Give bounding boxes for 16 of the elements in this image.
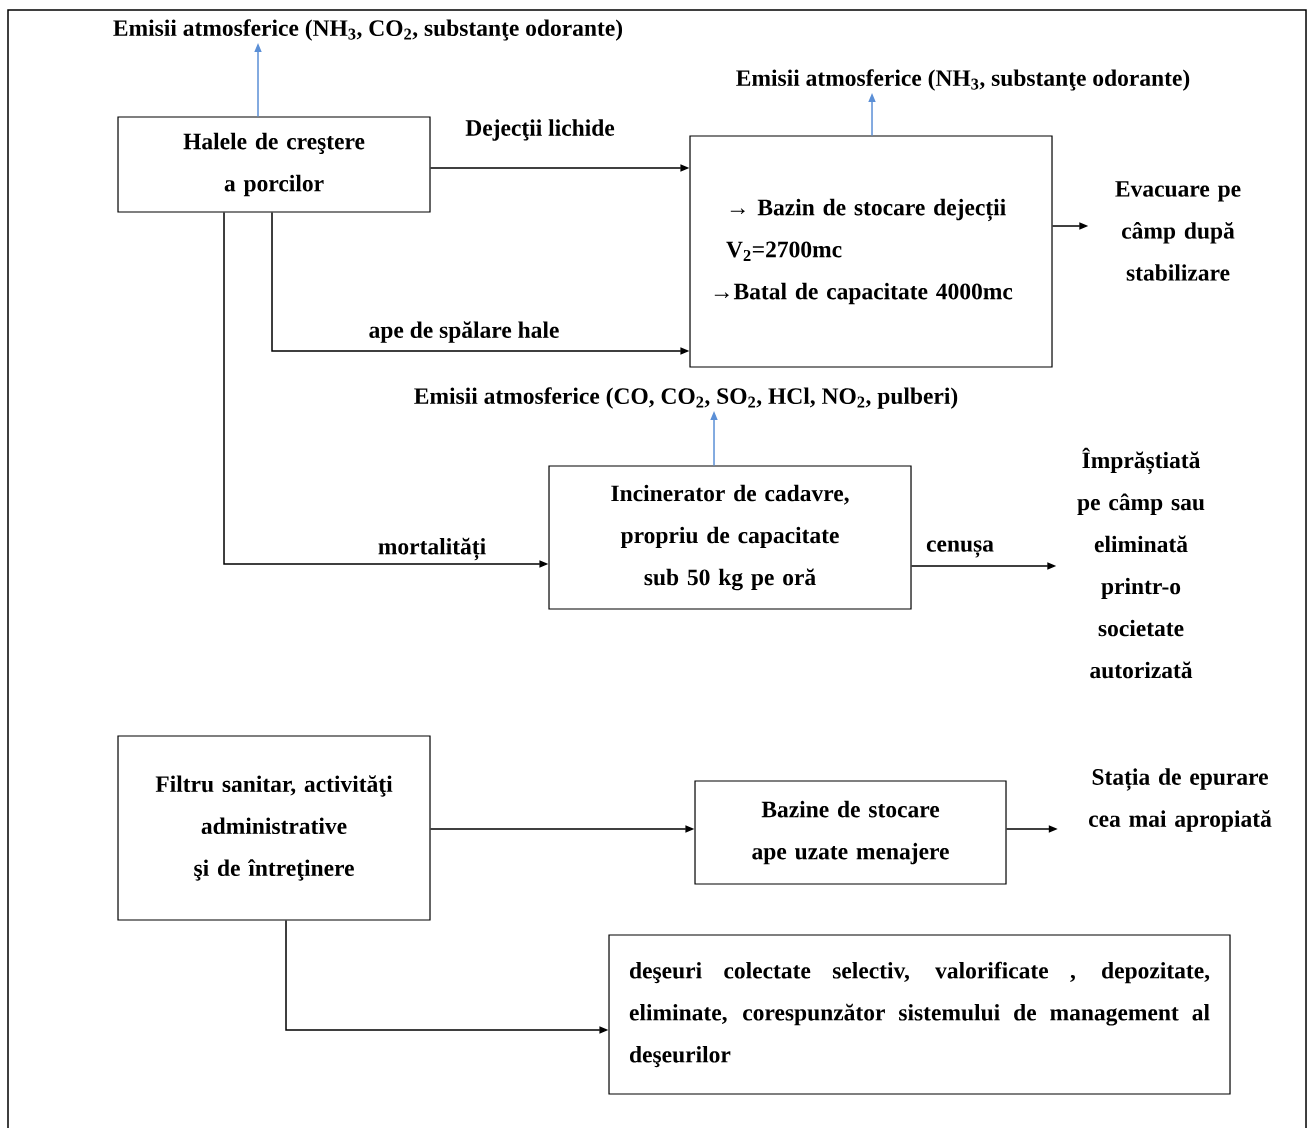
annotation-text: Emisii atmosferice (NH$_{3}$, CO$_{2}$, substanţe odorante) — [113, 19, 623, 41]
annotation-text: Emisii atmosferice (NH$_{3}$, substanţe odorante) — [736, 69, 1190, 91]
process-box: → Bazin de stocare dejecții V$_{2}$=2700mc →Batal de capacitate 4000mc — [689, 135, 1053, 368]
edge-label: Dejecţii lichide — [464, 118, 616, 142]
edge-label: ape de spălare hale — [367, 320, 561, 344]
process-box: Filtru sanitar, activităţi administrative şi de întreţinere — [117, 735, 431, 921]
annotation-text: Stația de epurare cea mai apropiată — [1089, 768, 1272, 832]
text-box: deşeuri colectate selectiv, valorificate , depozitate, eliminate, corespunzător sistemului de management al deşeurilor — [608, 934, 1231, 1095]
process-box: Halele de creştere a porcilor — [117, 116, 431, 213]
annotation-text: Evacuare pe câmp după stabilizare — [1115, 181, 1241, 281]
annotation-text: Emisii atmosferice (CO, CO$_{2}$, SO$_{2}$, HCl, NO$_{2}$, pulberi) — [414, 387, 958, 409]
annotation-text: Împrăștiată pe câmp sau eliminată printr-o societate autorizată — [1077, 447, 1205, 679]
edge-label: mortalități — [376, 536, 488, 562]
process-box: Bazine de stocare ape uzate menajere — [694, 780, 1007, 885]
process-box: Incinerator de cadavre, propriu de capacitate sub 50 kg pe oră — [548, 465, 912, 610]
edge-label: cenușa — [925, 539, 995, 559]
